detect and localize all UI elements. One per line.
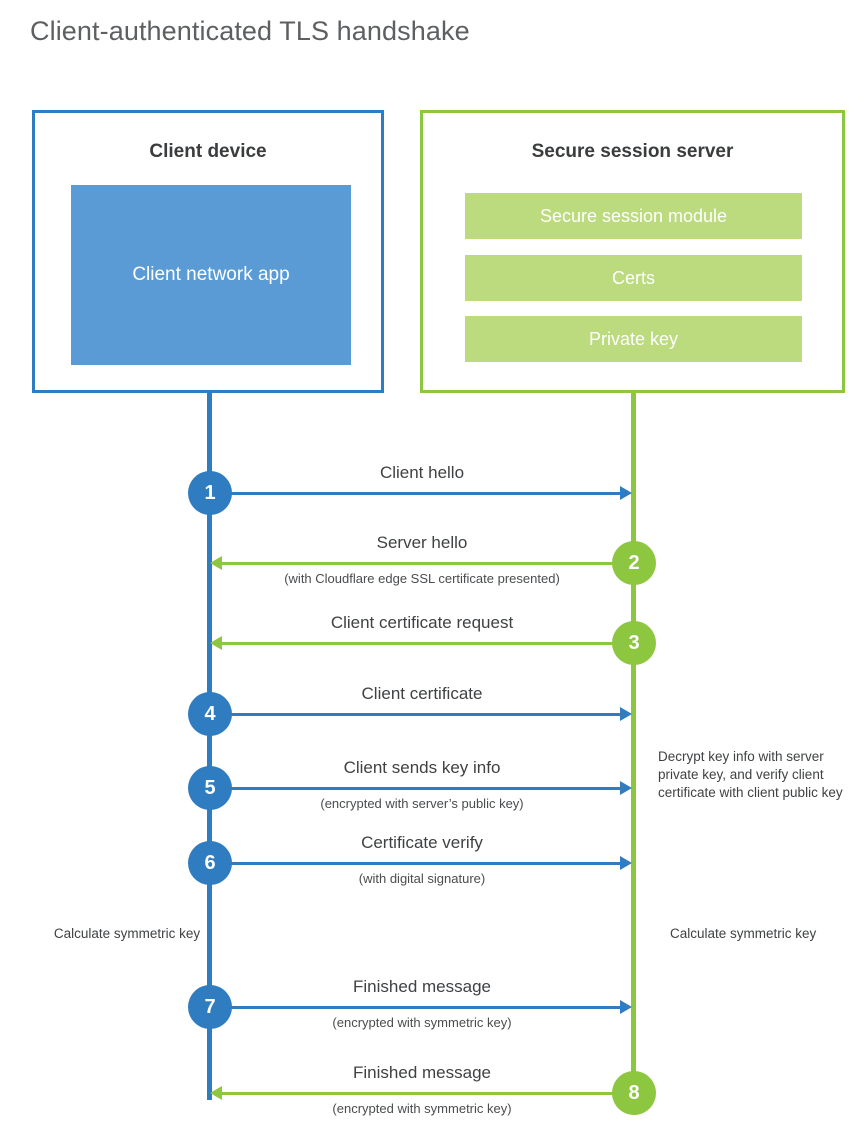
message-sublabel-7: (encrypted with symmetric key) <box>332 1015 512 1030</box>
arrowhead-right-icon <box>620 486 632 500</box>
message-sublabel-2: (with Cloudflare edge SSL certificate pr… <box>284 571 560 586</box>
message-line-3 <box>222 642 634 645</box>
step-circle-6[interactable]: 6 <box>188 841 232 885</box>
arrowhead-right-icon <box>620 781 632 795</box>
message-sublabel-5: (encrypted with server’s public key) <box>320 796 524 811</box>
arrowhead-left-icon <box>210 1086 222 1100</box>
message-label-8: Finished message <box>353 1063 491 1082</box>
server-item-secure-session-module: Secure session module <box>465 193 802 239</box>
step-circle-8[interactable]: 8 <box>612 1071 656 1115</box>
message-label-4: Client certificate <box>361 684 483 703</box>
client-lifeline <box>207 391 212 1100</box>
message-line-4 <box>210 713 620 716</box>
message-sublabel-6: (with digital signature) <box>358 871 486 886</box>
note-decrypt-key-info: Decrypt key info with server private key… <box>658 749 843 801</box>
server-item-private-key: Private key <box>465 316 802 362</box>
message-label-1: Client hello <box>379 463 465 482</box>
arrowhead-left-icon <box>210 556 222 570</box>
step-circle-7[interactable]: 7 <box>188 985 232 1029</box>
server-lifeline <box>631 391 636 1093</box>
message-line-8 <box>222 1092 634 1095</box>
arrowhead-right-icon <box>620 1000 632 1014</box>
secure-session-server-title: Secure session server <box>531 141 734 162</box>
client-network-app-block: Client network app <box>71 185 351 365</box>
secure-session-server-box: Secure session server Secure session mod… <box>420 110 845 393</box>
message-label-5: Client sends key info <box>343 758 501 777</box>
step-circle-2[interactable]: 2 <box>612 541 656 585</box>
client-device-box: Client device Client network app <box>32 110 384 393</box>
message-line-6 <box>210 862 620 865</box>
step-circle-4[interactable]: 4 <box>188 692 232 736</box>
page-title: Client-authenticated TLS handshake <box>30 16 470 46</box>
note-client-calculate-symmetric-key: Calculate symmetric key <box>53 926 201 941</box>
message-line-1 <box>210 492 620 495</box>
message-line-7 <box>210 1006 620 1009</box>
message-sublabel-8: (encrypted with symmetric key) <box>332 1101 512 1116</box>
message-label-3: Client certificate request <box>330 613 514 632</box>
arrowhead-right-icon <box>620 707 632 721</box>
message-label-6: Certificate verify <box>361 833 483 852</box>
step-circle-3[interactable]: 3 <box>612 621 656 665</box>
step-circle-5[interactable]: 5 <box>188 766 232 810</box>
server-item-certs: Certs <box>465 255 802 301</box>
step-circle-1[interactable]: 1 <box>188 471 232 515</box>
message-label-7: Finished message <box>353 977 491 996</box>
message-line-5 <box>210 787 620 790</box>
message-label-2: Server hello <box>376 533 468 552</box>
arrowhead-left-icon <box>210 636 222 650</box>
note-server-calculate-symmetric-key: Calculate symmetric key <box>670 926 817 941</box>
arrowhead-right-icon <box>620 856 632 870</box>
client-device-title: Client device <box>149 141 267 162</box>
message-line-2 <box>222 562 634 565</box>
